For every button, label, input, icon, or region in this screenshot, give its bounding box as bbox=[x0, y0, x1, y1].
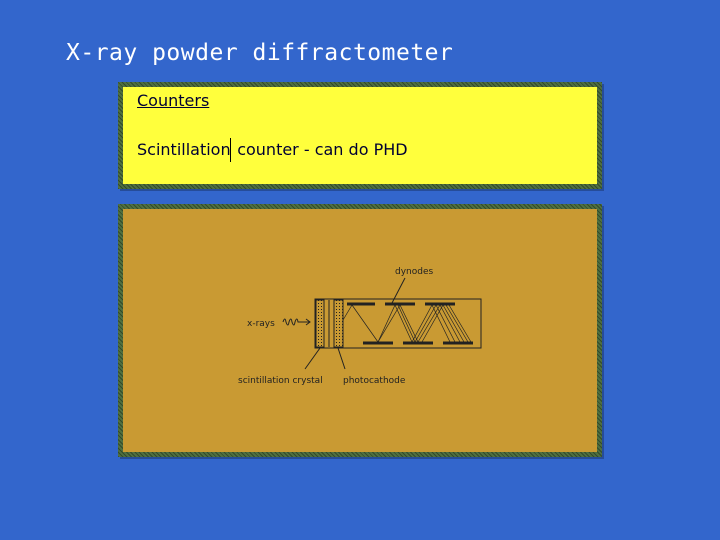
xray-wave-arrow bbox=[282, 318, 311, 326]
diagram-panel: dynodes x-rays scintillation crystal pho… bbox=[118, 204, 602, 457]
counters-panel: Counters Scintillation counter - can do … bbox=[118, 82, 602, 189]
dynodes-label: dynodes bbox=[395, 267, 433, 277]
scintillation-crystal bbox=[315, 299, 325, 348]
crystal-pointer bbox=[304, 347, 321, 370]
counters-panel-body: Counters Scintillation counter - can do … bbox=[123, 87, 597, 184]
diagram-panel-body: dynodes x-rays scintillation crystal pho… bbox=[123, 209, 597, 452]
counters-heading: Counters bbox=[137, 91, 210, 110]
text-cursor bbox=[229, 138, 232, 162]
slide-title: X-ray powder diffractometer bbox=[66, 40, 454, 66]
photocathode bbox=[333, 299, 344, 348]
electron-paths bbox=[342, 304, 472, 343]
counters-description-start: Scintillation bbox=[137, 140, 231, 159]
photocathode-label: photocathode bbox=[343, 376, 406, 386]
counters-description: Scintillation counter - can do PHD bbox=[137, 138, 408, 162]
photocathode-pointer bbox=[337, 347, 346, 370]
counters-description-end: counter - can do PHD bbox=[232, 140, 408, 159]
xrays-label: x-rays bbox=[247, 319, 275, 329]
detector-housing bbox=[314, 298, 482, 349]
dynodes-pointer bbox=[391, 277, 406, 304]
scintillation-counter-diagram: dynodes x-rays scintillation crystal pho… bbox=[238, 267, 482, 386]
scintillation-crystal-label: scintillation crystal bbox=[238, 376, 323, 386]
